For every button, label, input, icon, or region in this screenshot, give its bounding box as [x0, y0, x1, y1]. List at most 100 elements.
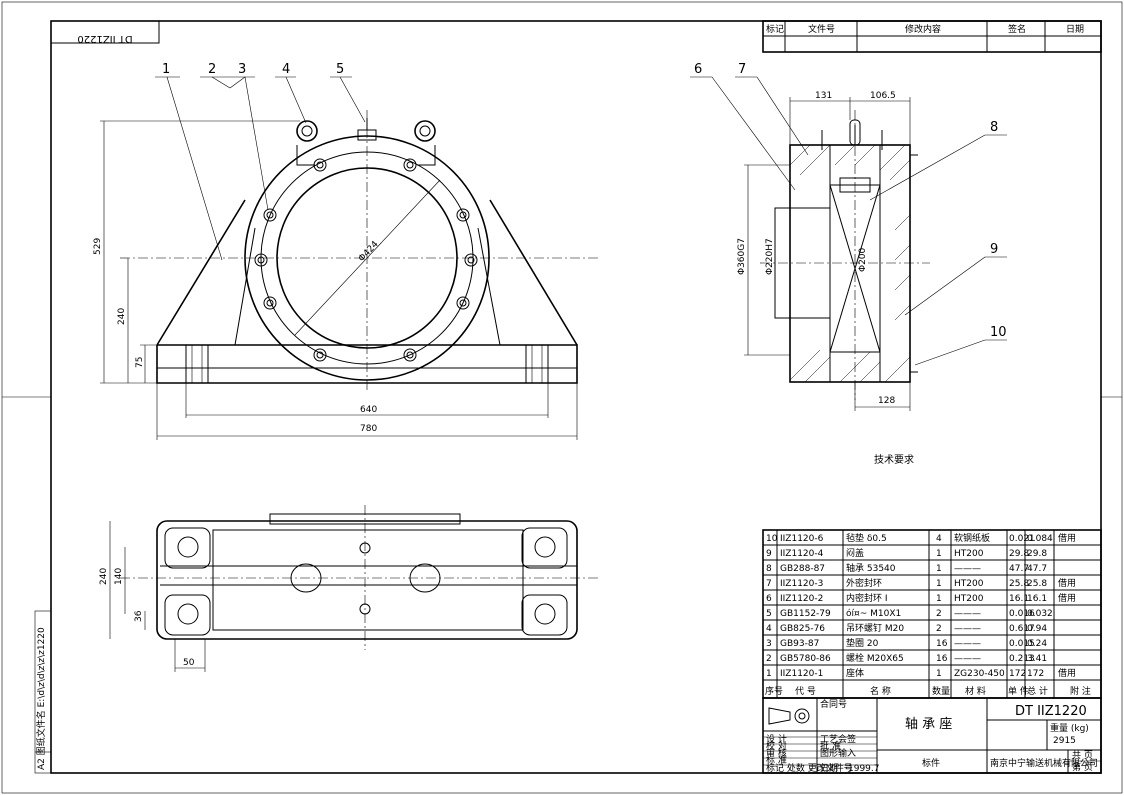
bom-cell-w2: 16.1	[1027, 594, 1047, 604]
bom-cell-qty: 1	[936, 549, 942, 559]
bom-cell-qty: 2	[936, 609, 942, 619]
bom-cell-no: 1	[766, 669, 772, 679]
bom-cell-no: 7	[766, 579, 772, 589]
bom-cell-note: 借用	[1058, 592, 1076, 604]
bom-cell-mat: ———	[954, 654, 981, 664]
bom-cell-w2: 0.24	[1027, 639, 1047, 649]
bom-cell-no: 5	[766, 609, 772, 619]
bom-cell-qty: 16	[936, 639, 948, 649]
balloon-1: 1	[162, 62, 170, 77]
tb-weight-value: 2915	[1053, 736, 1076, 746]
balloon-2: 2	[208, 62, 216, 77]
bom-cell-code: IIZ1120-3	[780, 579, 823, 589]
bom-cell-w2: 29.8	[1027, 549, 1047, 559]
bom-cell-w2: 172	[1027, 669, 1044, 679]
bom-cell-no: 10	[766, 534, 778, 544]
tb-row-0: 设 计	[766, 733, 787, 745]
bom-cell-w1: 16.1	[1009, 594, 1029, 604]
bom-cell-no: 2	[766, 654, 772, 664]
tb-row-2: 审 核	[766, 747, 787, 759]
dim-d220: Φ220H7	[765, 238, 775, 275]
dim-d200: Φ200	[858, 247, 868, 272]
top-view: 240 140 36 50	[99, 505, 600, 672]
tb-sheet: 第 页	[1072, 761, 1093, 773]
bom-cell-qty: 2	[936, 624, 942, 634]
bom-header-1: 代 号	[795, 686, 816, 697]
front-dia-label: Φ424	[357, 239, 381, 264]
bom-cell-no: 4	[766, 624, 772, 634]
bom-cell-w1: 0.617	[1009, 624, 1035, 634]
dim-240: 240	[117, 308, 127, 325]
balloon-5: 5	[336, 62, 344, 77]
tb-row-7: 日期	[820, 763, 838, 774]
bom-cell-no: 8	[766, 564, 772, 574]
bom-cell-code: GB288-87	[780, 564, 825, 574]
dim-780: 780	[360, 424, 377, 434]
balloon-10: 10	[990, 325, 1007, 340]
tb-row-5: 批 准	[820, 740, 841, 752]
rev-h-2: 修改内容	[905, 23, 941, 35]
bom-cell-w1: 0.015	[1009, 639, 1035, 649]
bom-cell-name: 垫圈 20	[846, 637, 879, 649]
side-label-box	[34, 610, 52, 774]
bom-header-3: 数量	[932, 685, 950, 697]
bom-cell-w1: 47.7	[1009, 564, 1029, 574]
bom-cell-mat: ———	[954, 609, 981, 619]
bom-cell-name: 内密封环 I	[846, 592, 888, 604]
balloon-7: 7	[738, 62, 746, 77]
tb-contract: 合同号	[820, 698, 847, 710]
dim-131: 131	[815, 91, 832, 101]
bom-cell-code: IIZ1120-2	[780, 594, 823, 604]
bom-cell-name: 轴承 53540	[846, 562, 896, 574]
bom-cell-code: GB1152-79	[780, 609, 831, 619]
bom-cell-w2: 0.94	[1027, 624, 1047, 634]
tb-name: 轴 承 座	[905, 717, 952, 732]
bom-cell-w2: 3.41	[1027, 654, 1047, 664]
tb-row-4: 工艺会签	[820, 733, 856, 745]
bom-cell-note: 借用	[1058, 577, 1076, 589]
bom-cell-w2: 25.8	[1027, 579, 1047, 589]
bom-cell-mat: HT200	[954, 579, 984, 589]
title-block: 合同号 轴 承 座 DT IIZ1220 重量 (kg) 2915 设 计 校 …	[762, 697, 1102, 774]
bom-header-7: 附 注	[1070, 685, 1091, 697]
dim-top-50: 50	[183, 658, 195, 668]
balloon-8: 8	[990, 120, 998, 135]
bom-header-4: 材 料	[965, 685, 986, 697]
bom-cell-mat: ———	[954, 564, 981, 574]
bom-cell-w2: 47.7	[1027, 564, 1047, 574]
bom-cell-w1: 25.8	[1009, 579, 1029, 589]
rev-h-1: 文件号	[808, 23, 835, 35]
dim-top-240: 240	[99, 568, 109, 585]
rev-h-3: 签名	[1008, 23, 1026, 35]
bom-cell-note: 借用	[1058, 532, 1076, 544]
rev-h-0: 标记	[766, 23, 784, 35]
balloon-3: 3	[238, 62, 246, 77]
bom-cell-w2: 0.084	[1027, 534, 1053, 544]
bom-cell-qty: 1	[936, 564, 942, 574]
bom-cell-name: 毡垫 δ0.5	[846, 532, 887, 544]
bom-header-0: 序号	[765, 685, 783, 697]
tb-sheets: 共 页	[1072, 750, 1093, 761]
tb-row-1: 校 对	[766, 740, 787, 752]
bom-cell-name: 闷盖	[846, 547, 864, 559]
bom-cell-qty: 1	[936, 579, 942, 589]
bom-cell-mat: ———	[954, 624, 981, 634]
dim-640: 640	[360, 405, 377, 415]
bom-cell-code: IIZ1120-4	[780, 549, 824, 559]
tb-row-3: 标 准	[766, 754, 787, 766]
bom-cell-qty: 1	[936, 669, 942, 679]
dim-top-36: 36	[134, 610, 144, 622]
bom-cell-name: 吊环螺钉 M20	[846, 623, 904, 634]
dim-top-140: 140	[114, 568, 124, 585]
tb-drawing-no: DT IIZ1220	[1015, 704, 1087, 719]
tb-company: 南京中宁输送机械有限公司	[990, 757, 1098, 769]
front-view: Φ424 529 240 75 640 780 1 2 3 4 5	[93, 62, 600, 440]
side-label-text: A2 图纸文件名 E:\d\z\d\z\z\z1220	[35, 627, 47, 770]
balloon-4: 4	[282, 62, 290, 77]
bom-cell-mat: ZG230-450	[954, 669, 1005, 679]
bom-cell-w1: 0.016	[1009, 609, 1035, 619]
bom-cell-mat: HT200	[954, 549, 984, 559]
side-view: 131 106.5 128 Φ360G7 Φ220H7 Φ200 6 7 8 9…	[690, 62, 1007, 411]
